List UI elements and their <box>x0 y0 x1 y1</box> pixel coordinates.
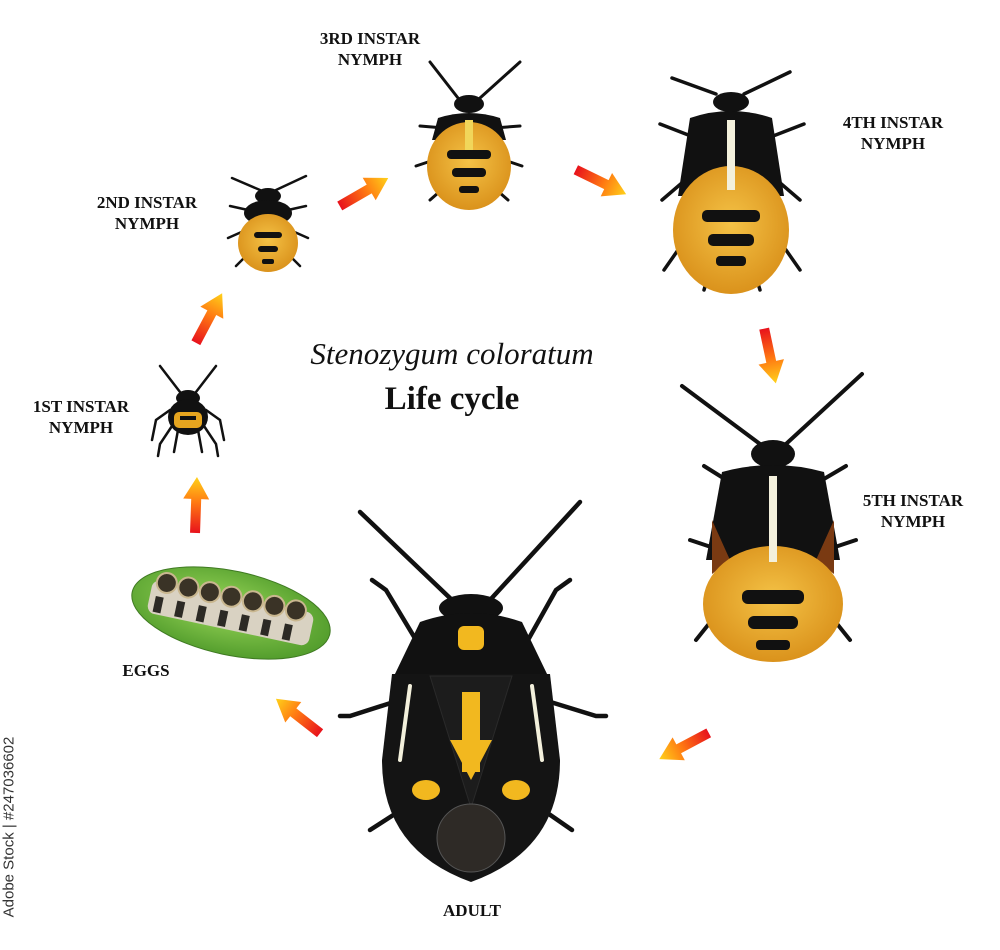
arrow-5th-to-adult <box>653 721 715 771</box>
second-instar-nymph <box>226 174 310 272</box>
eggs-illustration <box>131 566 331 660</box>
adult-bug <box>337 499 609 882</box>
arrow-adult-to-eggs <box>267 688 329 744</box>
third-instar-nymph <box>414 60 524 210</box>
label-eggs: EGGS <box>122 661 170 680</box>
arrow-1st-to-2nd <box>184 287 234 349</box>
arrow-4th-to-5th <box>751 325 789 387</box>
arrow-eggs-to-1st <box>182 476 210 534</box>
arrow-2nd-to-3rd <box>333 166 395 218</box>
label-adult: ADULT <box>443 901 501 920</box>
fifth-instar-nymph <box>680 372 864 662</box>
fourth-instar-nymph <box>658 70 806 294</box>
first-instar-nymph <box>150 364 226 458</box>
stock-watermark-id: Adobe Stock | #247036602 <box>0 736 18 918</box>
arrow-3rd-to-4th <box>570 158 632 206</box>
diagram-title: Life cycle <box>384 381 520 417</box>
species-name: Stenozygum coloratum <box>310 336 594 371</box>
